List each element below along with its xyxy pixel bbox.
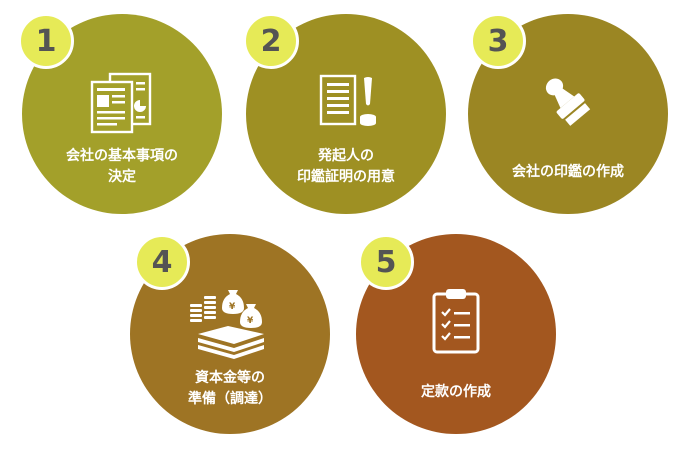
svg-text:¥: ¥ xyxy=(229,302,236,312)
money-icon: ¥ ¥ xyxy=(190,290,264,359)
step-5-number: 5 xyxy=(375,244,397,280)
clipboard-checklist-icon xyxy=(432,289,480,354)
step-2-number: 2 xyxy=(260,23,282,59)
step-3-label: 会社の印鑑の作成 xyxy=(512,164,624,180)
step-1-circle: 会社の基本事項の 決定 xyxy=(22,14,222,214)
step-3-number-badge: 3 xyxy=(470,13,526,69)
step-3-number: 3 xyxy=(487,23,509,59)
step-4-number-badge: 4 xyxy=(134,234,190,290)
documents-icon xyxy=(90,72,152,134)
step-1-label: 会社の基本事項の 決定 xyxy=(66,148,178,185)
step-2-label: 発起人の 印鑑証明の用意 xyxy=(297,148,395,185)
certificate-stamp-icon xyxy=(319,74,376,126)
step-5-number-badge: 5 xyxy=(358,234,414,290)
step-1-number-badge: 1 xyxy=(18,13,74,69)
step-3-circle: 会社の印鑑の作成 xyxy=(468,14,668,214)
step-4-label: 資本金等の 準備（調達） xyxy=(188,370,272,407)
step-5-label: 定款の作成 xyxy=(421,384,491,400)
step-2-number-badge: 2 xyxy=(243,13,299,69)
step-1-number: 1 xyxy=(35,23,57,59)
seal-stamp-icon xyxy=(545,78,591,126)
svg-text:¥: ¥ xyxy=(247,316,254,326)
step-4-number: 4 xyxy=(151,244,173,280)
step-5-circle: 定款の作成 xyxy=(356,234,556,434)
